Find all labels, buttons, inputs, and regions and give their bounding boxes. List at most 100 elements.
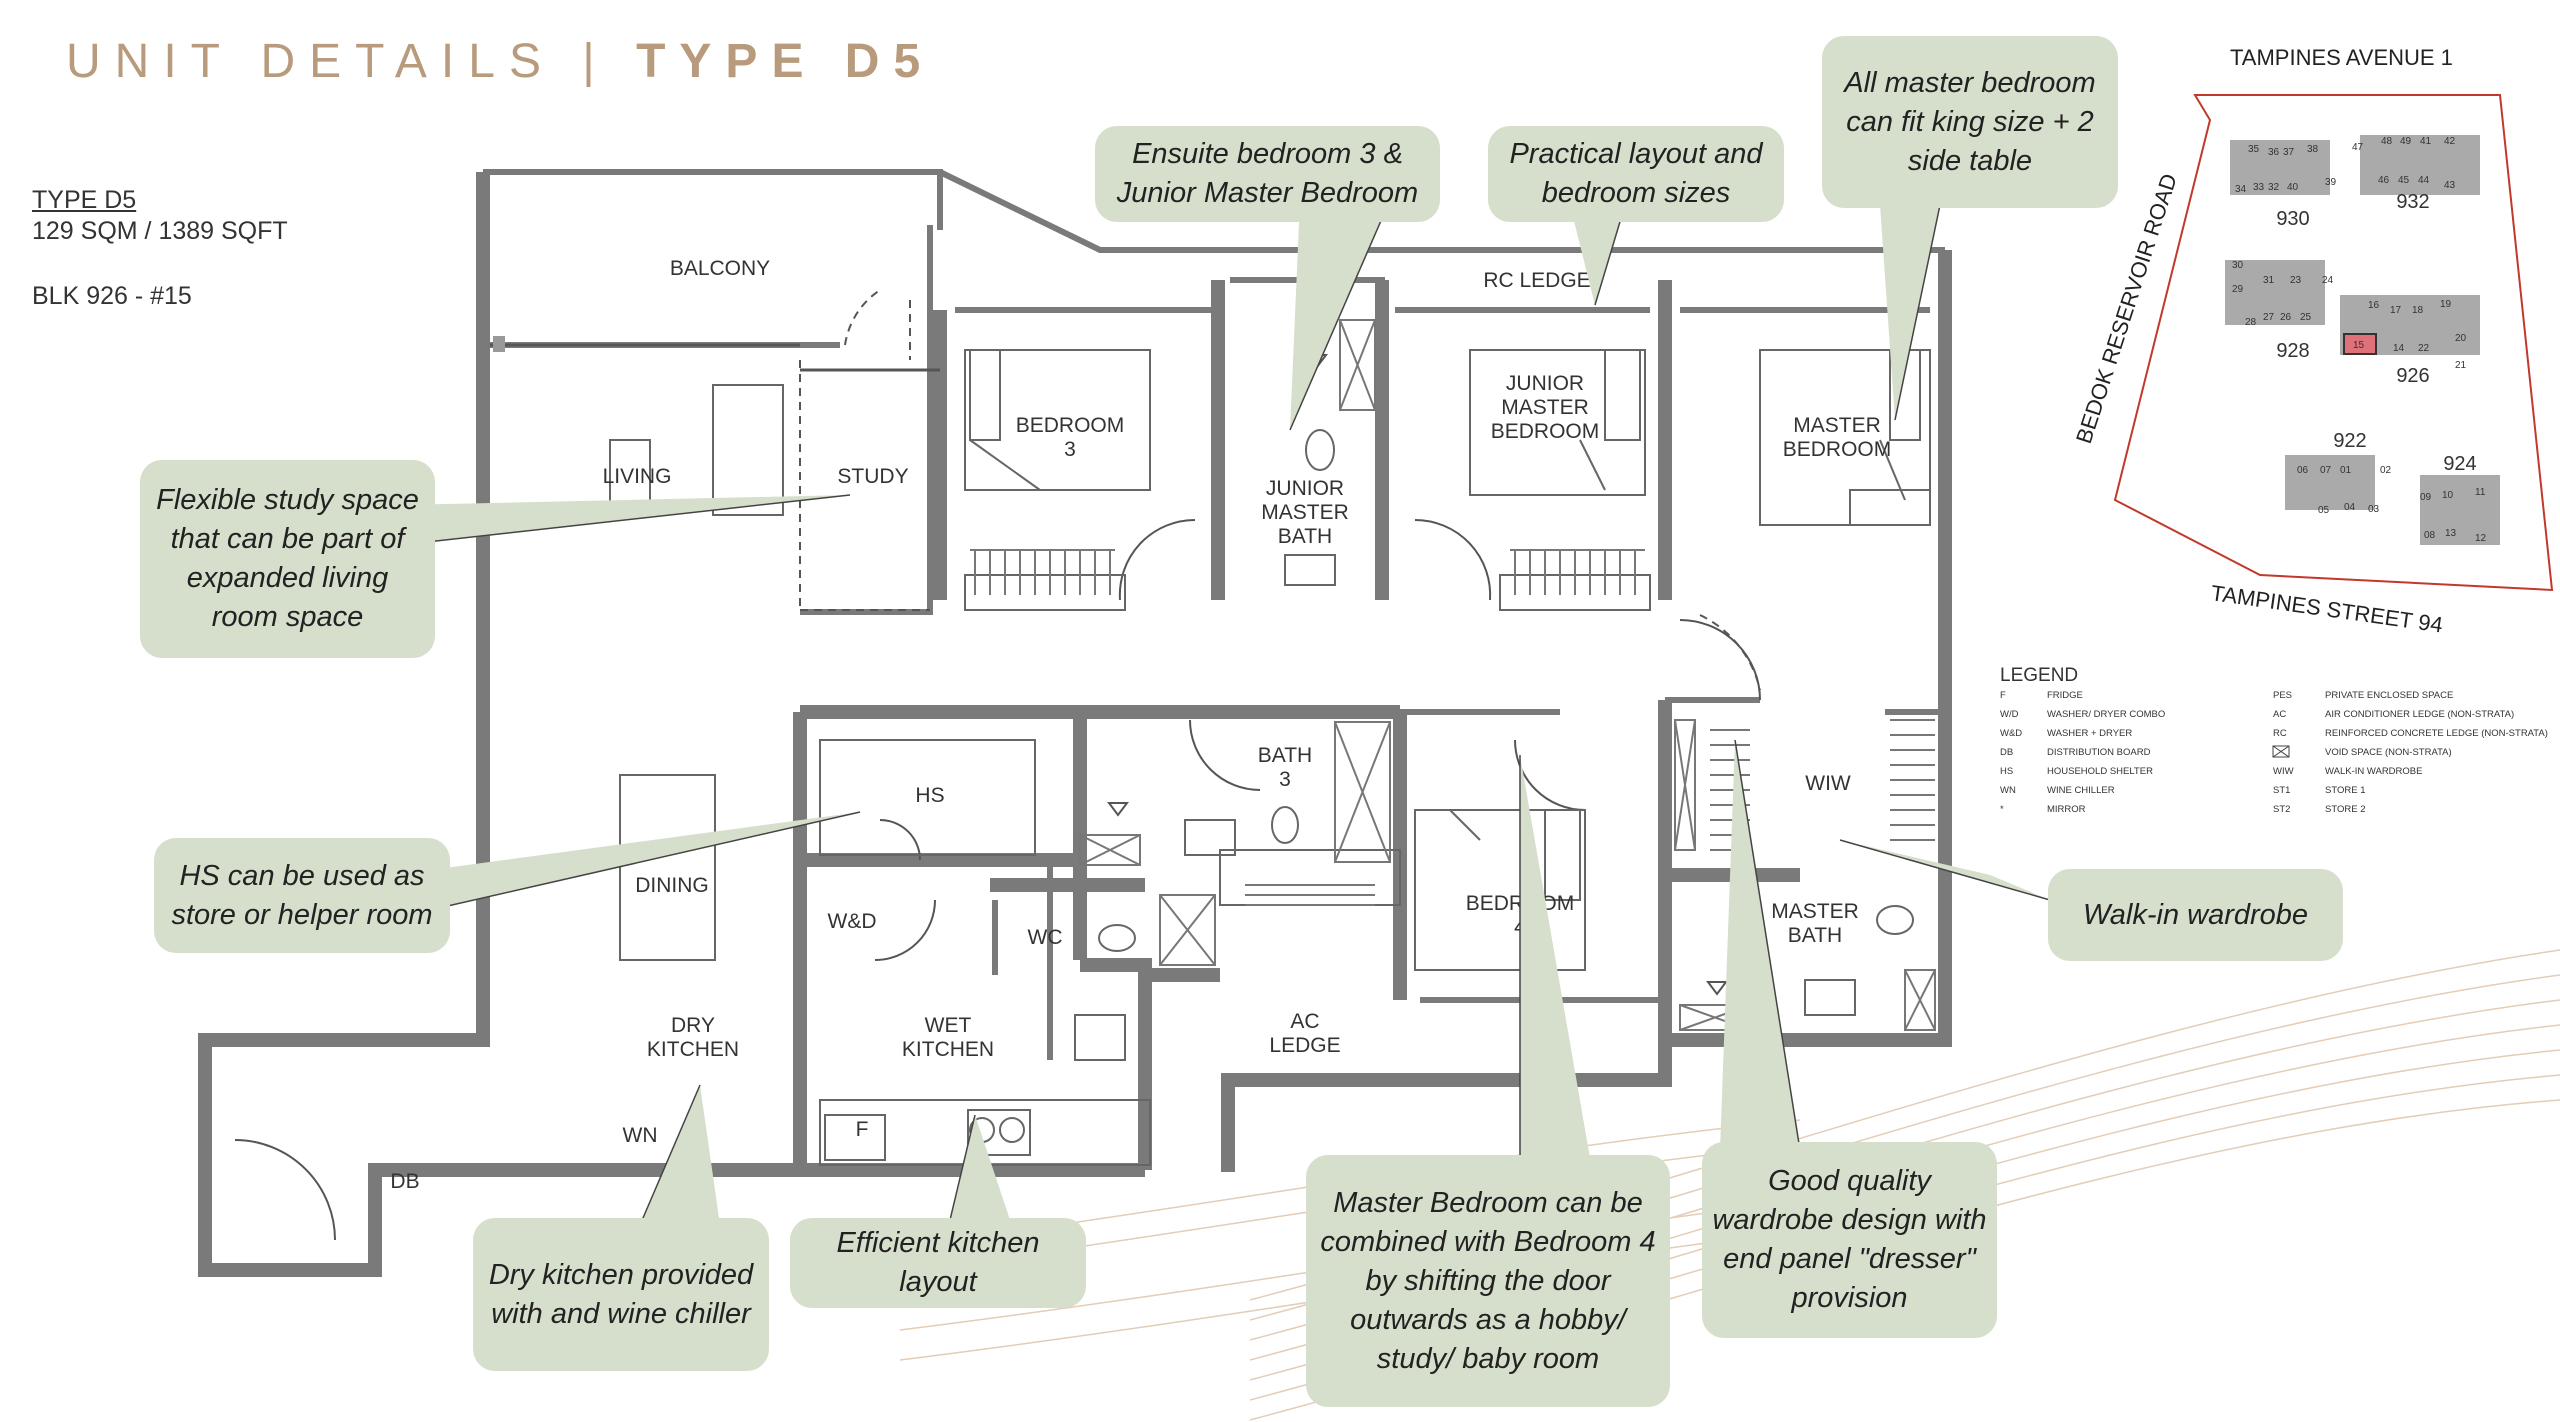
svg-text:15: 15 (2353, 340, 2365, 351)
callout-leader-lines (399, 199, 2051, 1226)
unit-type-label: TYPE D5 (32, 186, 137, 214)
svg-text:WIW: WIW (2273, 766, 2294, 777)
legend: LEGEND F W/D W&D DB HS WN * FRIDGE WASHE… (2000, 665, 2548, 815)
svg-text:24: 24 (2322, 275, 2334, 286)
svg-text:25: 25 (2300, 312, 2312, 323)
svg-text:41: 41 (2420, 136, 2432, 147)
svg-text:21: 21 (2455, 360, 2467, 371)
svg-text:02: 02 (2380, 465, 2392, 476)
svg-text:05: 05 (2318, 505, 2330, 516)
room-label-wn: WN (623, 1124, 658, 1147)
svg-text:F: F (2000, 690, 2006, 701)
svg-text:08: 08 (2424, 530, 2436, 541)
svg-text:09: 09 (2420, 492, 2432, 503)
svg-text:31: 31 (2263, 275, 2275, 286)
svg-text:RC: RC (2273, 728, 2287, 739)
block-930: 930 (2276, 208, 2309, 230)
room-label-bath3: BATH (1258, 744, 1312, 767)
room-label-jm-bed-3: BEDROOM (1491, 420, 1600, 443)
svg-text:WALK-IN WARDROBE: WALK-IN WARDROBE (2325, 766, 2422, 777)
svg-text:42: 42 (2444, 136, 2456, 147)
room-label-study: STUDY (837, 465, 908, 488)
void-space-symbol (2272, 745, 2290, 758)
svg-text:HS: HS (2000, 766, 2013, 777)
pipe-marker (493, 336, 505, 352)
sanitary-fixtures (967, 429, 1914, 1156)
unit-area-label: 129 SQM / 1389 SQFT (32, 217, 288, 245)
svg-text:18: 18 (2412, 305, 2424, 316)
walls (198, 172, 1952, 1277)
room-label-wc: WC (1028, 926, 1063, 949)
svg-text:22: 22 (2418, 343, 2430, 354)
legend-right-codes: PES AC RC WIW ST1 ST2 (2273, 690, 2294, 815)
room-label-wet-kitchen-2: KITCHEN (902, 1038, 994, 1061)
room-label-master-bath-2: BATH (1788, 924, 1842, 947)
legend-title: LEGEND (2000, 665, 2078, 686)
svg-text:W/D: W/D (2000, 709, 2019, 720)
block-932: 932 (2396, 191, 2429, 213)
svg-text:20: 20 (2455, 333, 2467, 344)
svg-text:33: 33 (2253, 182, 2265, 193)
room-label-master-1: MASTER (1793, 414, 1881, 437)
svg-text:PES: PES (2273, 690, 2292, 701)
block-924: 924 (2443, 453, 2476, 475)
svg-text:32: 32 (2268, 182, 2280, 193)
svg-text:VOID SPACE (NON-STRATA): VOID SPACE (NON-STRATA) (2325, 747, 2452, 758)
callout-walk-in-wardrobe: Walk-in wardrobe (2048, 869, 2343, 961)
callout-master-bedroom-size: All master bedroom can fit king size + 2… (1822, 36, 2118, 208)
svg-text:38: 38 (2307, 144, 2319, 155)
callout-dry-kitchen: Dry kitchen provided with and wine chill… (473, 1218, 769, 1371)
svg-text:44: 44 (2418, 175, 2430, 186)
title-unit-type: TYPE D5 (636, 35, 935, 88)
room-label-jm-bath-3: BATH (1278, 525, 1332, 548)
study-dashed-boundary (799, 300, 930, 611)
svg-text:AC: AC (2273, 709, 2286, 720)
svg-text:MIRROR: MIRROR (2047, 804, 2086, 815)
svg-text:37: 37 (2283, 147, 2295, 158)
block-922: 922 (2333, 430, 2366, 452)
svg-text:ST2: ST2 (2273, 804, 2290, 815)
callout-household-shelter: HS can be used as store or helper room (154, 838, 450, 953)
svg-text:HOUSEHOLD SHELTER: HOUSEHOLD SHELTER (2047, 766, 2153, 777)
page-title: UNIT DETAILS | TYPE D5 (66, 34, 934, 89)
room-label-dry-kitchen-2: KITCHEN (647, 1038, 739, 1061)
callout-flexible-study: Flexible study space that can be part of… (140, 460, 435, 658)
svg-text:23: 23 (2290, 275, 2302, 286)
site-boundary (2113, 94, 2554, 592)
wardrobe-hatching (970, 549, 1935, 906)
svg-text:40: 40 (2287, 182, 2299, 193)
svg-text:WINE CHILLER: WINE CHILLER (2047, 785, 2115, 796)
svg-text:ST1: ST1 (2273, 785, 2290, 796)
room-label-balcony: BALCONY (670, 257, 770, 280)
svg-text:39: 39 (2325, 177, 2337, 188)
svg-text:17: 17 (2390, 305, 2402, 316)
svg-text:*: * (2000, 804, 2004, 815)
room-label-bath3-num: 3 (1279, 768, 1291, 791)
svg-text:W&D: W&D (2000, 728, 2022, 739)
svg-text:46: 46 (2378, 175, 2390, 186)
room-label-bedroom3-num: 3 (1064, 438, 1076, 461)
floor-traps (1107, 354, 1728, 996)
svg-text:11: 11 (2475, 487, 2486, 498)
bedroom-dashed-door (1699, 614, 1761, 691)
room-label-fridge: F (856, 1118, 869, 1141)
svg-text:07: 07 (2320, 465, 2332, 476)
svg-text:04: 04 (2344, 502, 2356, 513)
svg-text:WASHER + DRYER: WASHER + DRYER (2047, 728, 2132, 739)
block-928: 928 (2276, 340, 2309, 362)
block-numbers: 930 932 928 926 922 924 (2276, 191, 2476, 475)
svg-text:47: 47 (2352, 142, 2364, 153)
room-label-dining: DINING (635, 874, 709, 897)
title-light-text: UNIT DETAILS | (66, 35, 637, 88)
svg-text:45: 45 (2398, 175, 2410, 186)
glazing (490, 343, 940, 372)
svg-text:30: 30 (2232, 260, 2244, 271)
svg-text:STORE 1: STORE 1 (2325, 785, 2365, 796)
svg-text:36: 36 (2268, 147, 2280, 158)
road-tampines-avenue-1: TAMPINES AVENUE 1 (2230, 45, 2453, 70)
room-label-bedroom3: BEDROOM (1016, 414, 1125, 437)
building-footprints (2225, 135, 2500, 545)
svg-text:14: 14 (2393, 343, 2405, 354)
